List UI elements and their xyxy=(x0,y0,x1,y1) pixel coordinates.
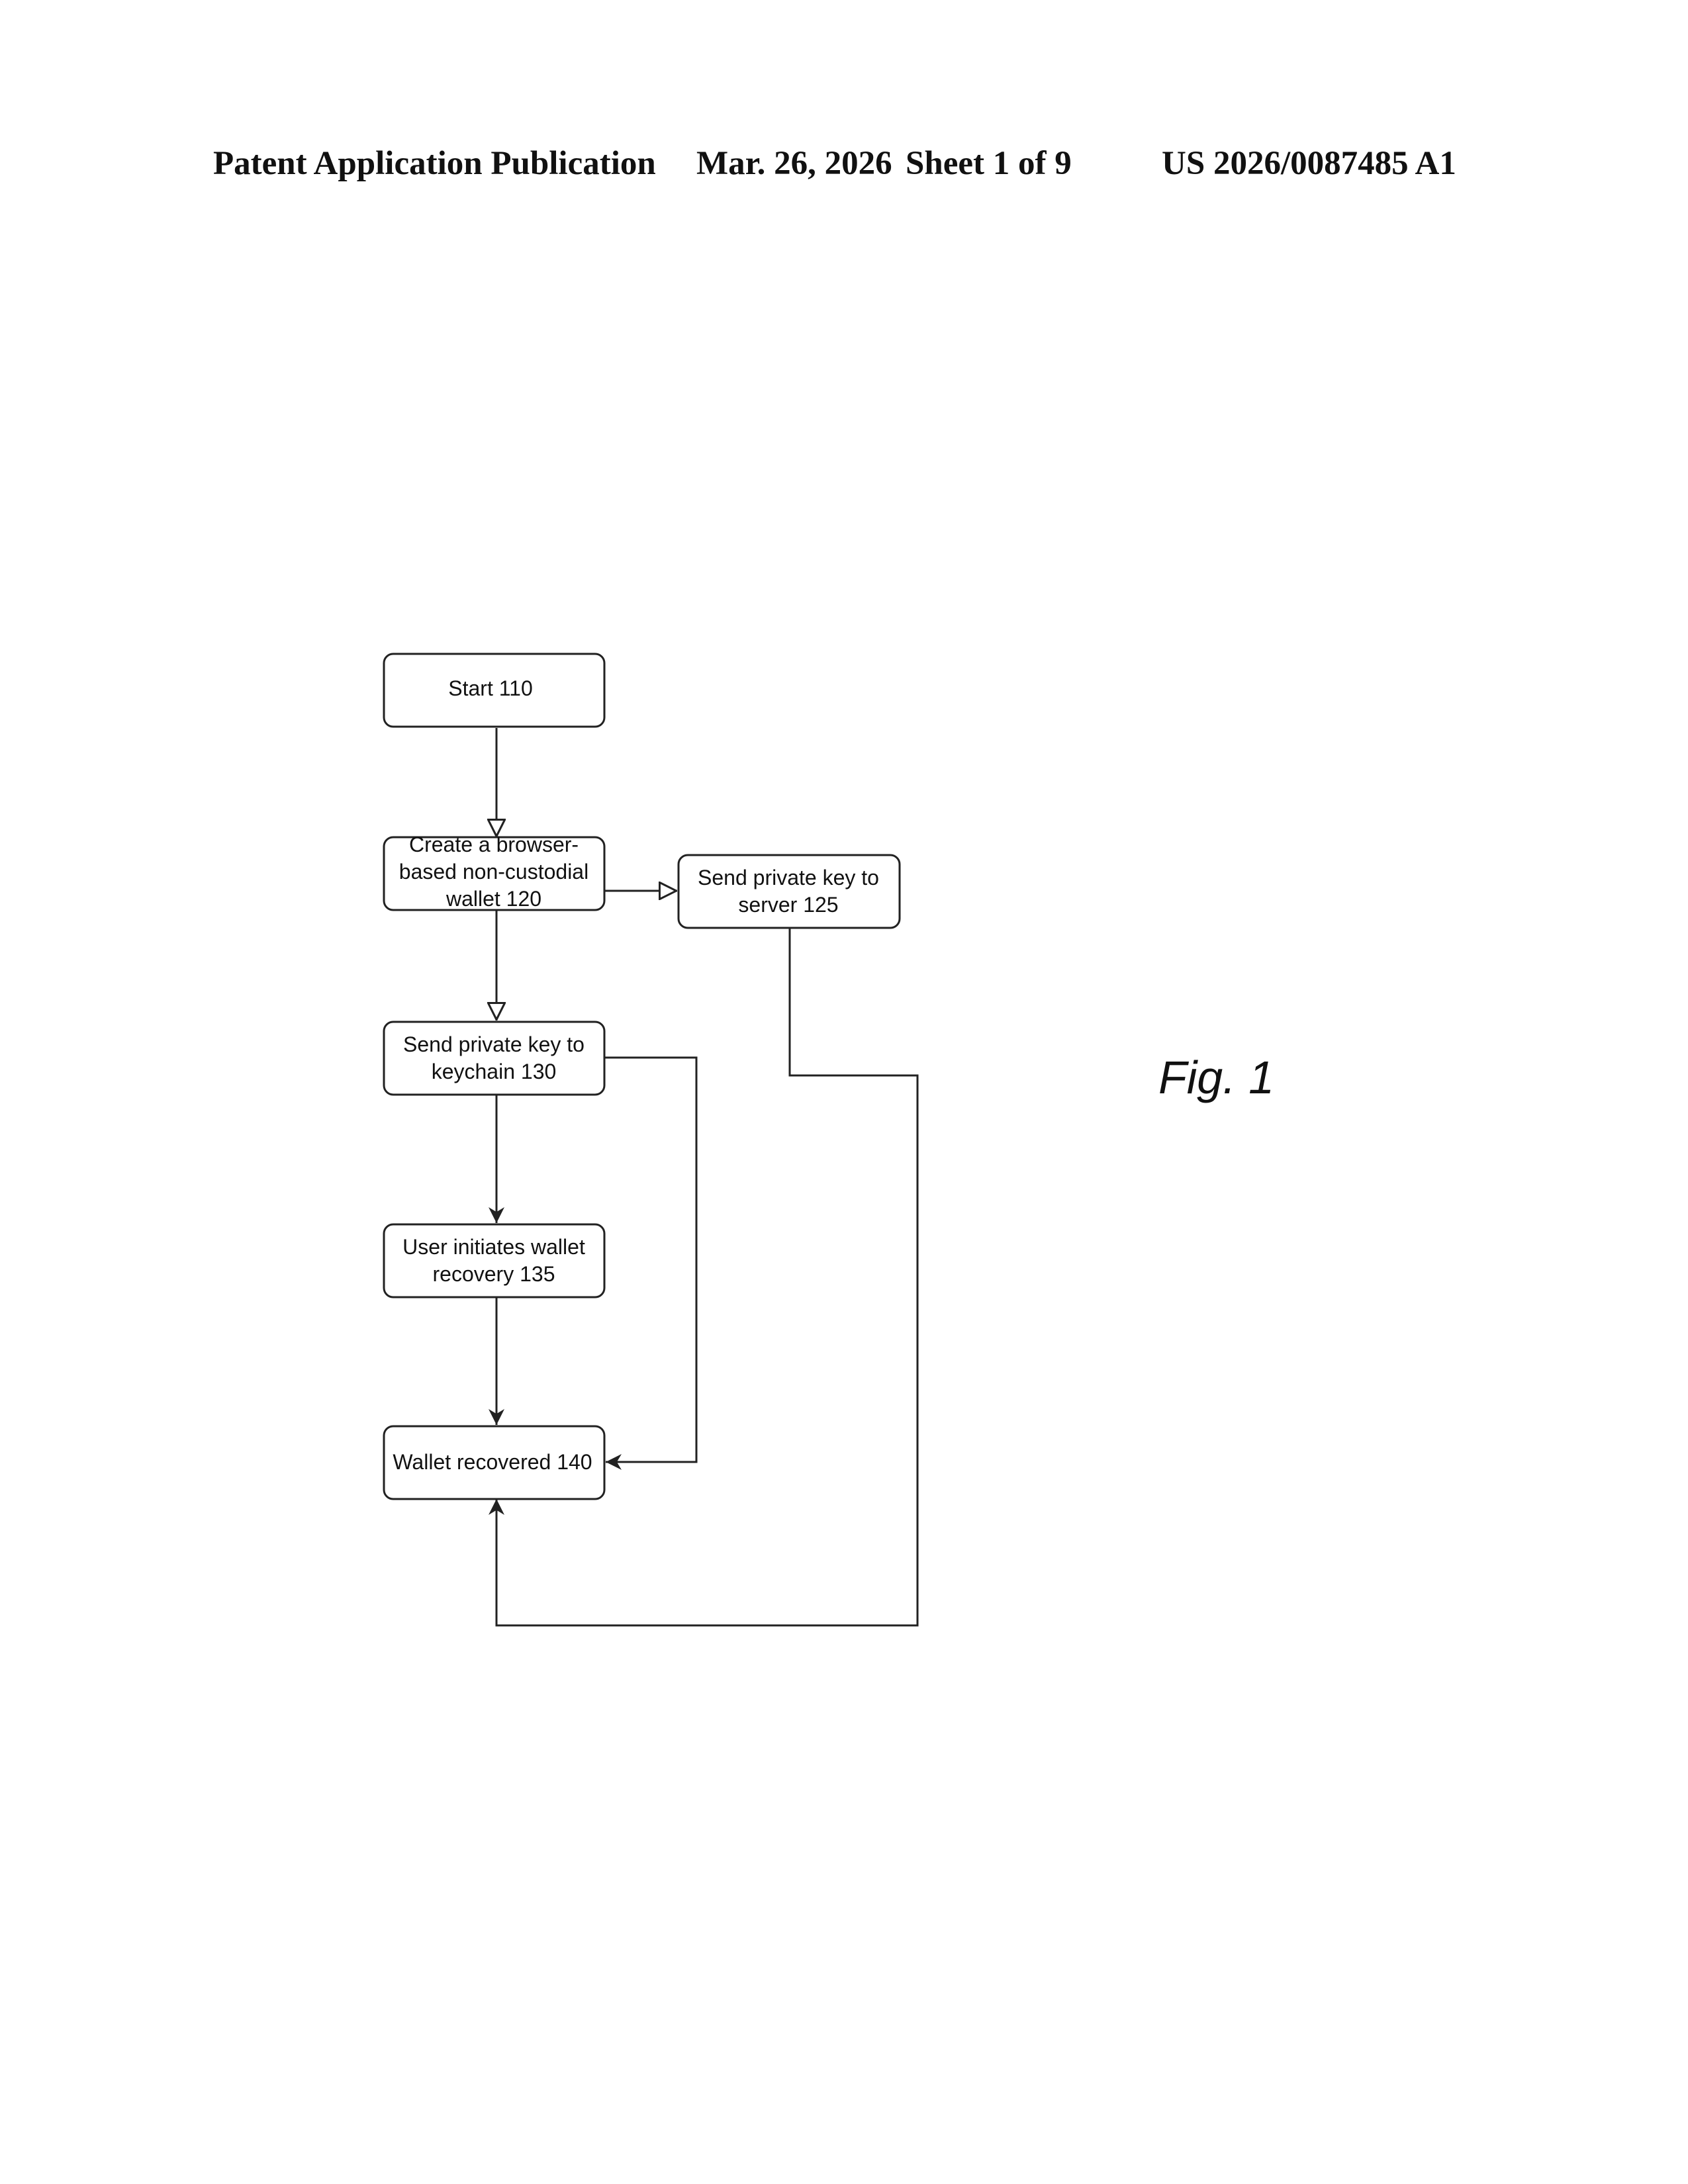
figure-label: Fig. 1 xyxy=(1158,1052,1274,1103)
node-send-keychain: Send private key to keychain 130 xyxy=(384,1022,604,1095)
edge-keychain-to-recovered xyxy=(604,1058,696,1462)
node-create-wallet-line-3: wallet 120 xyxy=(445,887,541,911)
node-send-server-line-2: server 125 xyxy=(738,893,838,917)
node-user-recovery: User initiates wallet recovery 135 xyxy=(384,1224,604,1297)
node-create-wallet: Create a browser- based non-custodial wa… xyxy=(384,833,604,911)
node-user-recovery-line-1: User initiates wallet xyxy=(402,1235,585,1259)
node-start: Start 110 xyxy=(384,654,604,727)
node-send-server: Send private key to server 125 xyxy=(679,855,900,928)
node-create-wallet-line-1: Create a browser- xyxy=(409,833,579,856)
node-start-label: Start 110 xyxy=(448,676,532,700)
node-send-server-line-1: Send private key to xyxy=(698,866,879,889)
node-wallet-recovered-label: Wallet recovered 140 xyxy=(393,1450,592,1474)
node-create-wallet-line-2: based non-custodial xyxy=(399,860,588,884)
node-user-recovery-line-2: recovery 135 xyxy=(433,1262,555,1286)
node-send-keychain-line-2: keychain 130 xyxy=(432,1060,557,1083)
node-wallet-recovered: Wallet recovered 140 xyxy=(384,1426,604,1499)
node-send-keychain-line-1: Send private key to xyxy=(403,1032,585,1056)
